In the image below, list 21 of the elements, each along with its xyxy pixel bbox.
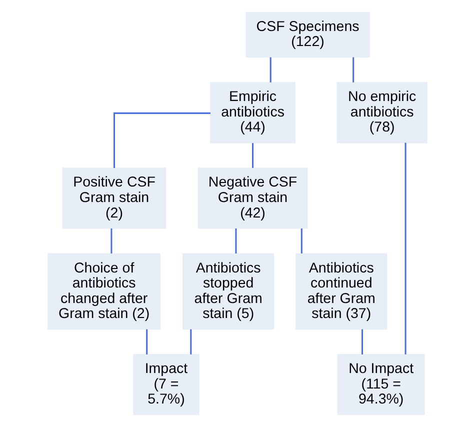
node-box: CSF Specimens (122) <box>245 12 370 58</box>
node-box: Impact (7 = 5.7%) <box>132 354 199 416</box>
node-box: Antibiotics stopped after Gram stain (5) <box>182 253 274 330</box>
connector <box>269 57 271 82</box>
node-box: Antibiotics continued after Gram stain (37) <box>295 253 387 330</box>
connector <box>252 143 254 168</box>
connector <box>113 112 210 168</box>
connector <box>300 228 302 254</box>
connector <box>361 329 363 354</box>
node-box: Negative CSF Gram stain (42) <box>197 168 308 229</box>
node-box: No empiric antibiotics (78) <box>336 82 427 144</box>
connector <box>352 57 354 82</box>
node-box: Choice of antibiotics changed after Gram stain (2) <box>47 253 160 330</box>
connector <box>190 329 192 354</box>
connector <box>146 329 148 354</box>
node-box: Positive CSF Gram stain (2) <box>62 168 166 229</box>
node-box: Empiric antibiotics (44) <box>210 82 296 144</box>
connector <box>404 142 406 354</box>
connector <box>110 228 112 254</box>
connector <box>234 228 236 254</box>
node-box: No Impact (115 = 94.3%) <box>336 354 424 416</box>
